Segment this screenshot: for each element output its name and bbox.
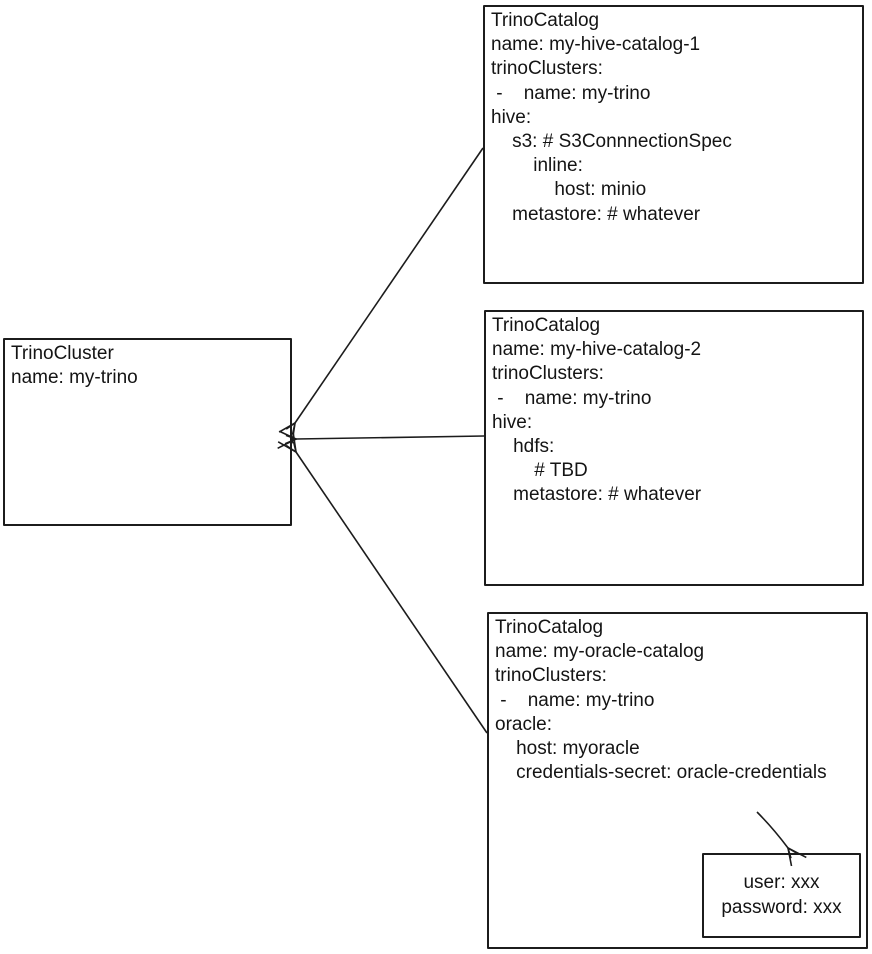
trino-cluster-text: TrinoCluster name: my-trino [11, 343, 138, 389]
oracle-secret-text: user: xxx password: xxx [721, 872, 842, 918]
connector-catalog2-to-cluster [277, 430, 485, 450]
trino-cluster-box: TrinoCluster name: my-trino [3, 338, 292, 526]
oracle-secret-box: user: xxx password: xxx [702, 853, 861, 938]
connector-catalog1-to-cluster [278, 147, 484, 444]
trino-catalog-hive-2-text: TrinoCatalog name: my-hive-catalog-2 tri… [492, 315, 702, 506]
trino-catalog-oracle-text: TrinoCatalog name: my-oracle-catalog tri… [495, 617, 827, 784]
trino-catalog-oracle-box: TrinoCatalog name: my-oracle-catalog tri… [487, 612, 868, 949]
trino-catalog-hive-2-box: TrinoCatalog name: my-hive-catalog-2 tri… [484, 310, 864, 586]
connector-catalog3-to-cluster [277, 433, 488, 734]
trino-catalog-hive-1-text: TrinoCatalog name: my-hive-catalog-1 tri… [491, 10, 732, 225]
trino-catalog-hive-1-box: TrinoCatalog name: my-hive-catalog-1 tri… [483, 5, 864, 284]
